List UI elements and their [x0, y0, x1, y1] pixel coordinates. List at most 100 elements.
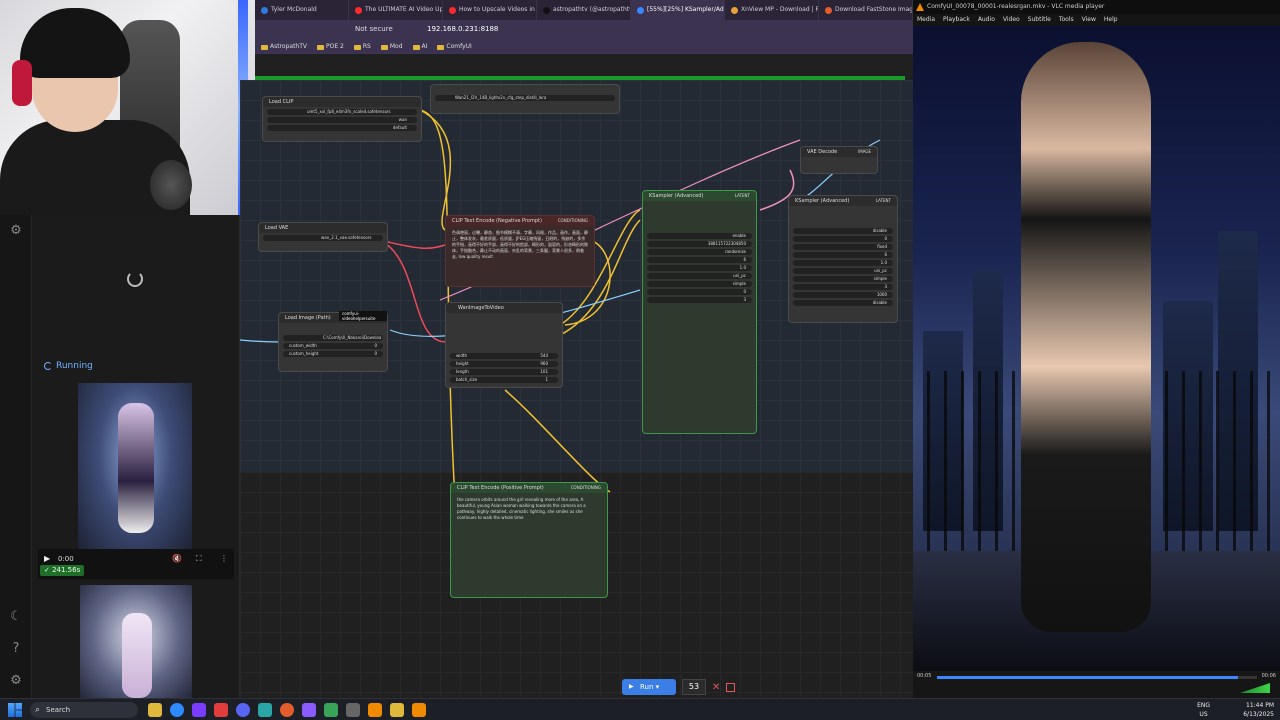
clip-type-widget[interactable]: wan — [267, 117, 417, 123]
discord-icon[interactable] — [236, 703, 250, 717]
scheduler-widget[interactable]: simple — [647, 281, 752, 287]
bookmark-5[interactable]: ComfyUI — [437, 40, 472, 54]
end-at-step-widget[interactable]: 3 — [647, 297, 752, 303]
noise-seed-widget[interactable]: 0 — [793, 236, 893, 242]
browser-tab-0[interactable]: Tyler McDonald — [255, 0, 349, 20]
node-canvas[interactable]: Load CLIP umt5_xxl_fp8_e4m3fn_scaled.saf… — [240, 80, 913, 698]
settings-gear-icon[interactable]: ⚙ — [10, 673, 22, 688]
lora-name-widget[interactable]: Wan21_I2V_14B_lightx2v_cfg_step_distill_… — [435, 95, 615, 101]
vlc-menu-playback[interactable]: Playback — [943, 16, 970, 23]
app-icon[interactable] — [390, 703, 404, 717]
sampler-name-widget[interactable]: uni_pc — [647, 273, 752, 279]
stop-icon[interactable] — [726, 682, 736, 692]
vlc-menu-video[interactable]: Video — [1002, 16, 1020, 23]
vlc-icon[interactable] — [368, 703, 382, 717]
browser-tab-2[interactable]: How to Upscale Videos in — [443, 0, 537, 20]
noise-seed-widget[interactable]: 388115722304850 — [647, 241, 752, 247]
clip-device-widget[interactable]: default — [267, 125, 417, 131]
app-icon[interactable] — [258, 703, 272, 717]
app-icon[interactable] — [324, 703, 338, 717]
url-text[interactable]: 192.168.0.231:8188 — [427, 25, 499, 33]
play-icon[interactable]: ▶ — [44, 554, 51, 563]
theme-moon-icon[interactable]: ☾ — [10, 609, 22, 624]
bookmark-4[interactable]: AI — [412, 40, 427, 54]
start-at-step-widget[interactable]: 3 — [793, 284, 893, 290]
vae-name-widget[interactable]: wan_2.1_vae.safetensors — [263, 235, 383, 241]
browser-tab-4[interactable]: [55%][25%] KSampler/Ad — [631, 0, 725, 20]
seek-bar[interactable] — [937, 676, 1257, 679]
cancel-icon[interactable]: ✕ — [712, 681, 721, 693]
vlc-menu-help[interactable]: Help — [1103, 16, 1118, 23]
windows-start-icon[interactable] — [8, 703, 22, 717]
vlc-menu-tools[interactable]: Tools — [1058, 16, 1074, 23]
brave-icon[interactable] — [214, 703, 228, 717]
address-bar[interactable]: Not secure 192.168.0.231:8188 — [255, 20, 913, 40]
vlc-video-frame[interactable] — [913, 26, 1280, 671]
image-path-widget[interactable]: C:\ComfyUI_Nakaroi\Downloa — [283, 335, 383, 341]
file-explorer-icon[interactable] — [148, 703, 162, 717]
vlc-menu-subtitle[interactable]: Subtitle — [1027, 16, 1051, 23]
bookmark-0[interactable]: AstropathTV — [261, 40, 307, 54]
cfg-widget[interactable]: 1.0 — [647, 265, 752, 271]
end-at-step-widget[interactable]: 1000 — [793, 292, 893, 298]
app-icon[interactable] — [280, 703, 294, 717]
app-icon[interactable] — [346, 703, 360, 717]
ksampler-advanced-node-2[interactable]: KSampler (Advanced)LATENT disable 0 fixe… — [788, 195, 898, 323]
add-noise-widget[interactable]: enable — [647, 233, 752, 239]
ksampler-advanced-node-1[interactable]: KSampler (Advanced)LATENT enable 3881157… — [642, 190, 757, 434]
batch-count-input[interactable]: 53 — [682, 679, 706, 695]
return-leftover-noise-widget[interactable]: disable — [793, 300, 893, 306]
negative-prompt-text[interactable]: 色调艳丽，过曝，静态，细节模糊不清，字幕，风格，作品，画作，画面，静止，整体发灰… — [452, 230, 588, 259]
help-icon[interactable]: ? — [12, 641, 20, 656]
negative-prompt-node[interactable]: CLIP Text Encode (Negative Prompt)CONDIT… — [445, 215, 595, 287]
browser-tab-6[interactable]: Download FastStone Image — [819, 0, 913, 20]
volume-slider[interactable] — [1240, 683, 1270, 693]
control-after-generate-widget[interactable]: fixed — [793, 244, 893, 250]
app-icon[interactable] — [302, 703, 316, 717]
positive-prompt-text[interactable]: the camera orbits around the girl reveal… — [457, 497, 586, 520]
app-icon[interactable] — [192, 703, 206, 717]
app-icon[interactable] — [412, 703, 426, 717]
scheduler-widget[interactable]: simple — [793, 276, 893, 282]
chrome-icon[interactable] — [170, 703, 184, 717]
vlc-menu-media[interactable]: Media — [917, 16, 936, 23]
steps-widget[interactable]: 6 — [793, 252, 893, 258]
browser-tab-3[interactable]: astropathtv (@astropathtv — [537, 0, 631, 20]
nodes-icon[interactable]: ⚙ — [10, 223, 22, 238]
queue-preview-image[interactable] — [78, 383, 192, 558]
taskbar-search[interactable]: Search — [30, 702, 138, 718]
steps-widget[interactable]: 6 — [647, 257, 752, 263]
fullscreen-icon[interactable]: ⛶ — [196, 554, 202, 563]
clip-name-widget[interactable]: umt5_xxl_fp8_e4m3fn_scaled.safetensors — [267, 109, 417, 115]
browser-tab-1[interactable]: The ULTIMATE AI Video Up — [349, 0, 443, 20]
bookmark-1[interactable]: POE 2 — [317, 40, 344, 54]
add-noise-widget[interactable]: disable — [793, 228, 893, 234]
start-at-step-widget[interactable]: 0 — [647, 289, 752, 295]
mute-icon[interactable]: 🔇 — [172, 554, 182, 563]
lora-node[interactable]: Wan21_I2V_14B_lightx2v_cfg_step_distill_… — [430, 84, 620, 114]
load-image-node[interactable]: Load Image (Path) comfyui-videohelpersui… — [278, 311, 388, 372]
queue-history-image[interactable] — [80, 585, 192, 698]
run-button[interactable]: Run ▾ — [622, 679, 676, 695]
bookmark-2[interactable]: RS — [353, 40, 371, 54]
load-vae-node[interactable]: Load VAE wan_2.1_vae.safetensors — [258, 222, 388, 252]
control-after-generate-widget[interactable]: randomize — [647, 249, 752, 255]
vlc-menu-view[interactable]: View — [1081, 16, 1096, 23]
positive-prompt-node[interactable]: CLIP Text Encode (Positive Prompt)CONDIT… — [450, 482, 608, 598]
vlc-menu-audio[interactable]: Audio — [977, 16, 995, 23]
more-icon[interactable]: ⋮ — [220, 554, 228, 563]
sampler-name-widget[interactable]: uni_pc — [793, 268, 893, 274]
browser-tab-5[interactable]: XnView MP - Download | F — [725, 0, 819, 20]
load-clip-node[interactable]: Load CLIP umt5_xxl_fp8_e4m3fn_scaled.saf… — [262, 96, 422, 142]
bookmark-3[interactable]: Mod — [380, 40, 403, 54]
